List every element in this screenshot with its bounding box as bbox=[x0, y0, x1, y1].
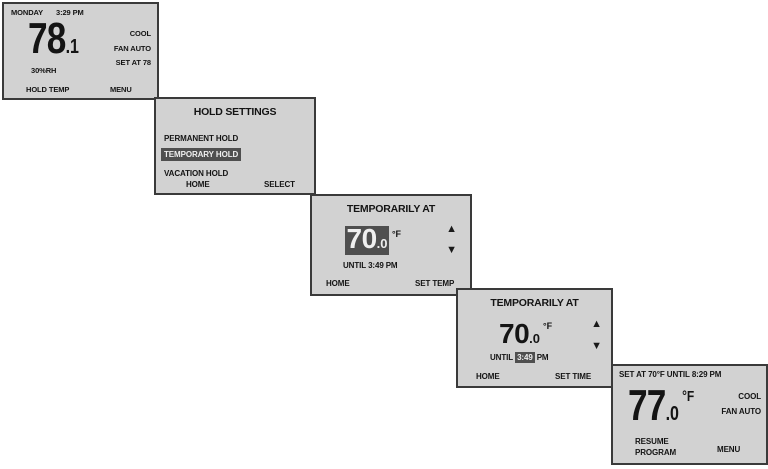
setpoint-integer: 70 bbox=[346, 223, 378, 254]
humidity-label: 30%RH bbox=[31, 66, 57, 75]
resume-program-line1: RESUME bbox=[635, 437, 669, 446]
current-temperature: 78.1 bbox=[28, 14, 79, 63]
temperature-integer: 77 bbox=[628, 381, 666, 430]
temperature-integer: 78 bbox=[28, 14, 66, 63]
home-button[interactable]: HOME bbox=[476, 372, 500, 381]
set-time-button[interactable]: SET TIME bbox=[555, 372, 592, 381]
until-label: UNTIL bbox=[490, 353, 514, 362]
menu-button[interactable]: MENU bbox=[110, 85, 132, 94]
status-stack: COOL FAN AUTO SET AT 78 bbox=[114, 27, 151, 71]
screen-title: TEMPORARILY AT bbox=[346, 203, 436, 215]
menu-item-temporary-hold[interactable]: TEMPORARY HOLD bbox=[161, 148, 242, 161]
up-arrow-icon[interactable]: ▲ bbox=[591, 318, 602, 330]
degree-unit-label: °F bbox=[682, 388, 695, 405]
until-meridiem-label: PM bbox=[536, 353, 549, 362]
select-button[interactable]: SELECT bbox=[264, 180, 295, 189]
status-label: SET AT 70°F UNTIL 8:29 PM bbox=[619, 370, 722, 379]
setpoint-temperature: 70.0 °F bbox=[499, 318, 553, 349]
time-label: 3:29 PM bbox=[56, 8, 84, 17]
degree-unit-label: °F bbox=[543, 321, 553, 331]
set-temp-button[interactable]: SET TEMP bbox=[415, 279, 455, 288]
down-arrow-icon[interactable]: ▼ bbox=[591, 340, 602, 352]
screen-temporary-hold-set-time: TEMPORARILY AT 70.0 °F ▲ ▼ UNTIL 3:49 PM… bbox=[456, 288, 613, 388]
until-meridiem-label: PM bbox=[385, 261, 398, 270]
screen-home: MONDAY 3:29 PM 78.1 30%RH COOL FAN AUTO … bbox=[2, 2, 159, 100]
setpoint-label: SET AT 78 bbox=[115, 58, 151, 67]
until-time-value-highlighted: 3:49 bbox=[515, 352, 535, 363]
mode-label: COOL bbox=[129, 29, 151, 38]
until-label: UNTIL bbox=[343, 261, 367, 270]
up-arrow-icon[interactable]: ▲ bbox=[446, 223, 457, 235]
fan-label: FAN AUTO bbox=[721, 407, 761, 416]
until-time-row: UNTIL 3:49 PM bbox=[343, 261, 398, 270]
fan-label: FAN AUTO bbox=[113, 43, 151, 53]
down-arrow-icon[interactable]: ▼ bbox=[446, 244, 457, 256]
menu-item-vacation-hold[interactable]: VACATION HOLD bbox=[164, 169, 229, 178]
current-temperature: 77.0 °F bbox=[628, 381, 695, 430]
temperature-decimal: .1 bbox=[65, 36, 79, 58]
degree-unit-label: °F bbox=[392, 229, 401, 239]
screen-hold-active: SET AT 70°F UNTIL 8:29 PM 77.0 °F COOL F… bbox=[611, 364, 768, 465]
day-label: MONDAY bbox=[11, 8, 44, 17]
setpoint-decimal: .0 bbox=[376, 236, 388, 251]
screen-title: HOLD SETTINGS bbox=[193, 106, 277, 118]
until-time-value: 3:49 bbox=[368, 261, 384, 270]
resume-program-button[interactable]: RESUME PROGRAM bbox=[635, 437, 676, 458]
setpoint-temperature-highlighted: 70.0 bbox=[345, 223, 389, 255]
menu-button[interactable]: MENU bbox=[717, 445, 741, 454]
until-time-row: UNTIL 3:49 PM bbox=[490, 352, 549, 363]
menu-item-permanent-hold[interactable]: PERMANENT HOLD bbox=[164, 134, 239, 143]
home-button[interactable]: HOME bbox=[186, 180, 210, 189]
resume-program-line2: PROGRAM bbox=[635, 447, 677, 457]
home-button[interactable]: HOME bbox=[326, 279, 350, 288]
screen-title: TEMPORARILY AT bbox=[490, 297, 579, 309]
hold-temp-button[interactable]: HOLD TEMP bbox=[26, 85, 70, 94]
screen-hold-settings: HOLD SETTINGS PERMANENT HOLD TEMPORARY H… bbox=[154, 97, 316, 195]
setpoint-integer: 70 bbox=[499, 318, 530, 349]
mode-label: COOL bbox=[738, 392, 761, 401]
setpoint-decimal: .0 bbox=[529, 331, 540, 346]
screen-temporary-hold-set-temp: TEMPORARILY AT 70.0 °F ▲ ▼ UNTIL 3:49 PM… bbox=[310, 194, 472, 296]
temperature-decimal: .0 bbox=[665, 403, 679, 425]
status-stack: COOL FAN AUTO bbox=[721, 389, 761, 419]
